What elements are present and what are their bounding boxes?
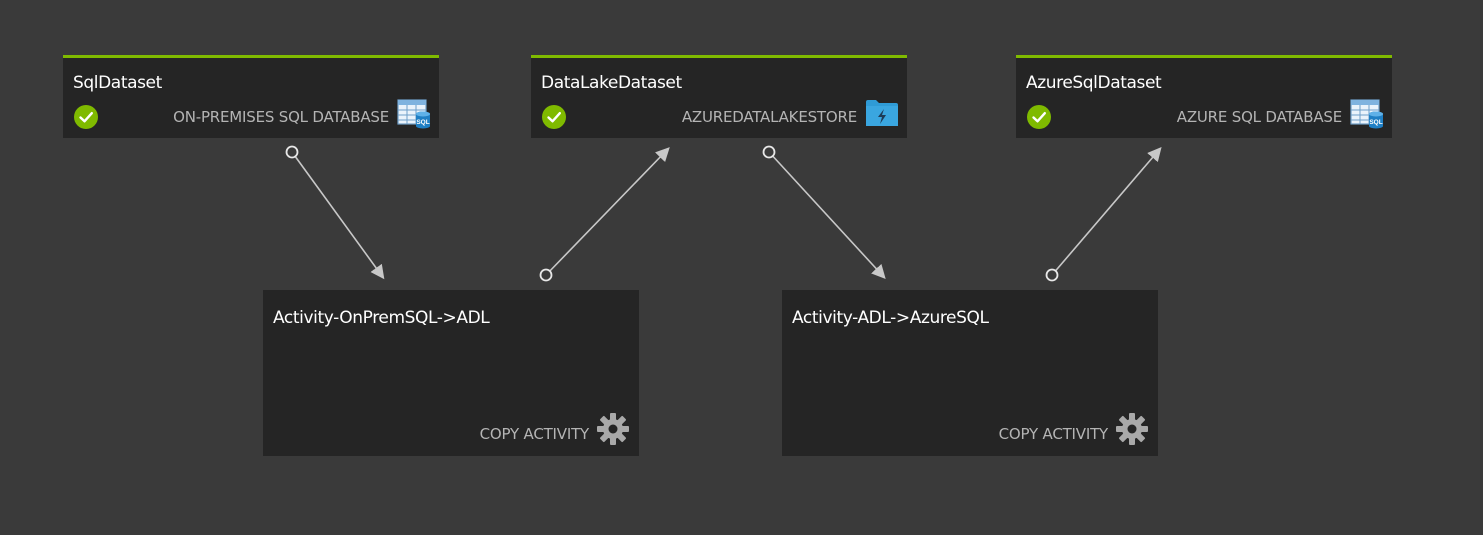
activity-name: Activity-OnPremSQL->ADL [273,308,490,328]
dataset-name: SqlDataset [73,73,162,93]
check-icon [542,105,566,129]
dataset-name: AzureSqlDataset [1026,73,1162,93]
gear-icon [1116,413,1148,445]
sql-table-icon: SQL [1350,99,1383,129]
svg-text:SQL: SQL [416,119,429,126]
connector-sqldataset-to-activity1[interactable] [285,145,385,280]
dataset-type: ON-PREMISES SQL DATABASE [173,108,389,126]
activity-node-adl-to-azuresql[interactable]: Activity-ADL->AzureSQL COPY ACTIVITY [782,290,1158,456]
check-icon [74,105,98,129]
dataset-name: DataLakeDataset [541,73,682,93]
activity-type: COPY ACTIVITY [479,425,590,443]
connector-activity2-to-azuresqldataset[interactable] [1045,146,1162,282]
dataset-type: AZUREDATALAKESTORE [681,108,857,126]
activity-name: Activity-ADL->AzureSQL [792,308,989,328]
data-lake-folder-icon [866,100,898,126]
sql-table-icon: SQL [397,99,430,129]
dataset-node-datalakedataset[interactable]: DataLakeDataset AZUREDATALAKESTORE [531,55,907,138]
connector-activity1-to-datalakedataset[interactable] [539,147,670,282]
dataset-node-sqldataset[interactable]: SqlDataset ON-PREMISES SQL DATABASE SQL [63,55,439,138]
check-icon [1027,105,1051,129]
output-port[interactable] [285,145,299,159]
dataset-type: AZURE SQL DATABASE [1176,108,1342,126]
activity-type: COPY ACTIVITY [998,425,1109,443]
activity-node-onpremsql-to-adl[interactable]: Activity-OnPremSQL->ADL COPY ACTIVITY [263,290,639,456]
svg-text:SQL: SQL [1369,119,1382,126]
output-port[interactable] [539,268,553,282]
gear-icon [597,413,629,445]
dataset-node-azuresqldataset[interactable]: AzureSqlDataset AZURE SQL DATABASE SQL [1016,55,1392,138]
connector-datalakedataset-to-activity2[interactable] [762,145,886,279]
output-port[interactable] [762,145,776,159]
output-port[interactable] [1045,268,1059,282]
